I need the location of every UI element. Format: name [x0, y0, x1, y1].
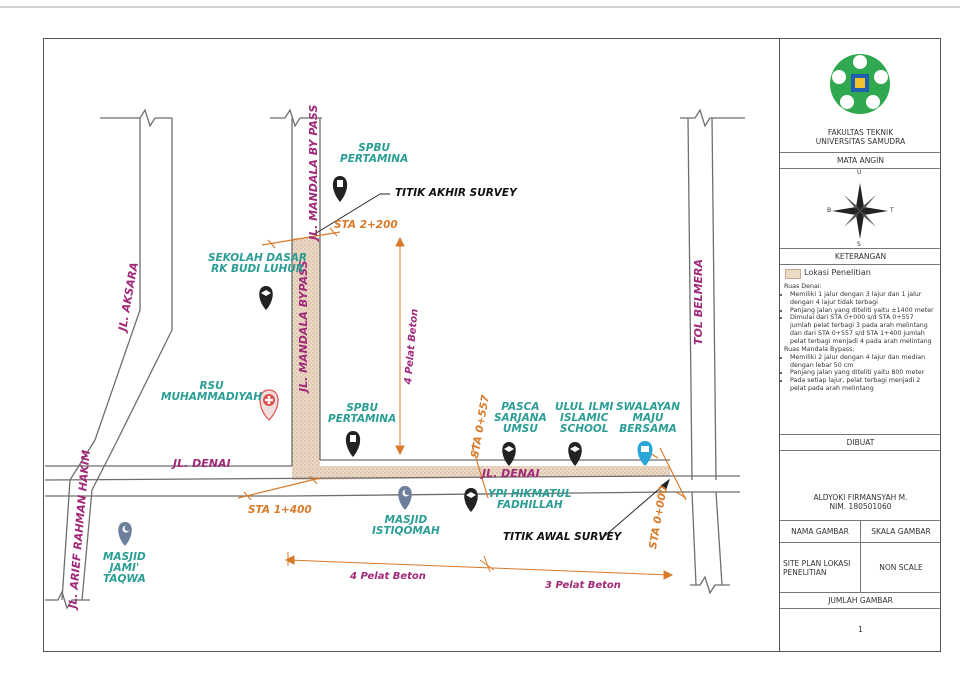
title-block: FAKULTAS TEKNIK UNIVERSITAS SAMUDRA MATA…	[779, 38, 941, 652]
label-masjid-jami: MASJID JAMI' TAQWA	[103, 551, 146, 586]
dibuat-heading: DIBUAT	[846, 438, 875, 447]
university-logo	[830, 54, 890, 114]
label-spbu-top: SPBU PERTAMINA	[340, 142, 409, 166]
mandala-item: Panjang jalan yang diteliti yaitu 800 me…	[790, 369, 936, 377]
spbu-top-pin	[332, 176, 348, 202]
mandala-item: Pada setiap lajur, pelat terbagi menjadi…	[790, 377, 936, 393]
jumlah-gambar-heading: JUMLAH GAMBAR	[828, 596, 893, 605]
denai-item: Panjang jalan yang diteliti yaitu ±1400 …	[790, 307, 936, 315]
street-mandala-mid: JL. MANDALA BYPASS	[297, 260, 310, 392]
mata-angin-heading: MATA ANGIN	[837, 156, 884, 165]
compass-south: S	[857, 241, 861, 248]
label-masjid-istiqomah: MASJID ISTIQOMAH	[372, 514, 440, 538]
nama-gambar-heading: NAMA GAMBAR	[791, 527, 849, 536]
shop-pin	[637, 441, 653, 466]
label-dim-bottom-right: 3 Pelat Beton	[545, 580, 621, 591]
compass-west: B	[827, 207, 832, 214]
label-dim-bottom-left: 4 Pelat Beton	[350, 571, 426, 582]
label-sta-1400: STA 1+400	[248, 504, 312, 516]
street-tol: TOL BELMERA	[692, 258, 705, 345]
ruas-denai-heading: Ruas Denai:	[784, 283, 822, 290]
label-rsu: RSU MUHAMMADIYAH	[161, 380, 263, 404]
label-pasca: PASCA SARJANA UMSU	[494, 401, 547, 436]
jumlah-gambar: 1	[858, 625, 863, 634]
street-denai-left: JL. DENAI	[173, 457, 231, 470]
drawing-frame	[43, 38, 941, 652]
hospital-pin	[259, 389, 279, 421]
label-sekolah: SEKOLAH DASAR RK BUDI LUHUR	[208, 252, 308, 276]
label-ypi: YPI HIKMATUL FADHILLAH	[488, 488, 572, 512]
denai-item: Dimulai dari STA 0+000 s/d STA 0+557 jum…	[790, 314, 936, 345]
street-denai-right: JL. DENAI	[482, 467, 540, 480]
top-rule	[0, 6, 960, 8]
mosque-pin-jami	[118, 522, 132, 546]
label-spbu-mid: SPBU PERTAMINA	[328, 402, 397, 426]
label-sta-2200: STA 2+200	[334, 219, 398, 231]
ruas-mandala-heading: Ruas Mandala Bypass:	[784, 345, 855, 353]
keterangan-body: Lokasi Penelitian Ruas Denai: Memiliki 1…	[780, 264, 941, 434]
street-mandala-top: JL. MANDALA BY PASS	[307, 104, 320, 240]
skala-gambar: NON SCALE	[879, 563, 923, 572]
survey-leaders	[312, 193, 670, 541]
label-swalayan: SWALAYAN MAJU BERSAMA	[616, 401, 681, 436]
station-markers	[237, 227, 687, 501]
compass: U S B T	[780, 168, 941, 248]
dimension-lines	[284, 236, 674, 580]
author: ALDYOKI FIRMANSYAH M. NIM. 180501060	[813, 493, 908, 511]
compass-rose-icon	[832, 183, 888, 239]
nama-gambar: SITE PLAN LOKASI PENELITIAN	[783, 559, 851, 577]
mandala-item: Memiliki 2 jalur dengan 4 lajur dan medi…	[790, 354, 936, 370]
mosque-pin-istiqomah	[398, 486, 412, 510]
faculty-name: FAKULTAS TEKNIK UNIVERSITAS SAMUDRA	[815, 128, 906, 146]
spbu-mid-pin	[345, 431, 361, 457]
legend-label: Lokasi Penelitian	[804, 268, 871, 277]
school-pin-pasca	[502, 442, 516, 466]
roads	[44, 108, 745, 610]
school-pin-ulul	[568, 442, 582, 466]
label-ulul: ULUL ILMI ISLAMIC SCHOOL	[555, 401, 614, 436]
label-titik-awal: TITIK AWAL SURVEY	[503, 531, 622, 543]
label-titik-akhir: TITIK AKHIR SURVEY	[395, 187, 517, 199]
school-pin-ypi	[464, 488, 478, 512]
compass-east: T	[890, 207, 894, 214]
skala-gambar-heading: SKALA GAMBAR	[871, 527, 931, 536]
compass-north: U	[857, 169, 862, 176]
denai-item: Memiliki 1 jalur dengan 3 lajur dan 1 ja…	[790, 291, 936, 307]
keterangan-heading: KETERANGAN	[834, 252, 887, 261]
school-pin-sekolah	[259, 286, 273, 310]
legend-swatch	[785, 269, 801, 279]
